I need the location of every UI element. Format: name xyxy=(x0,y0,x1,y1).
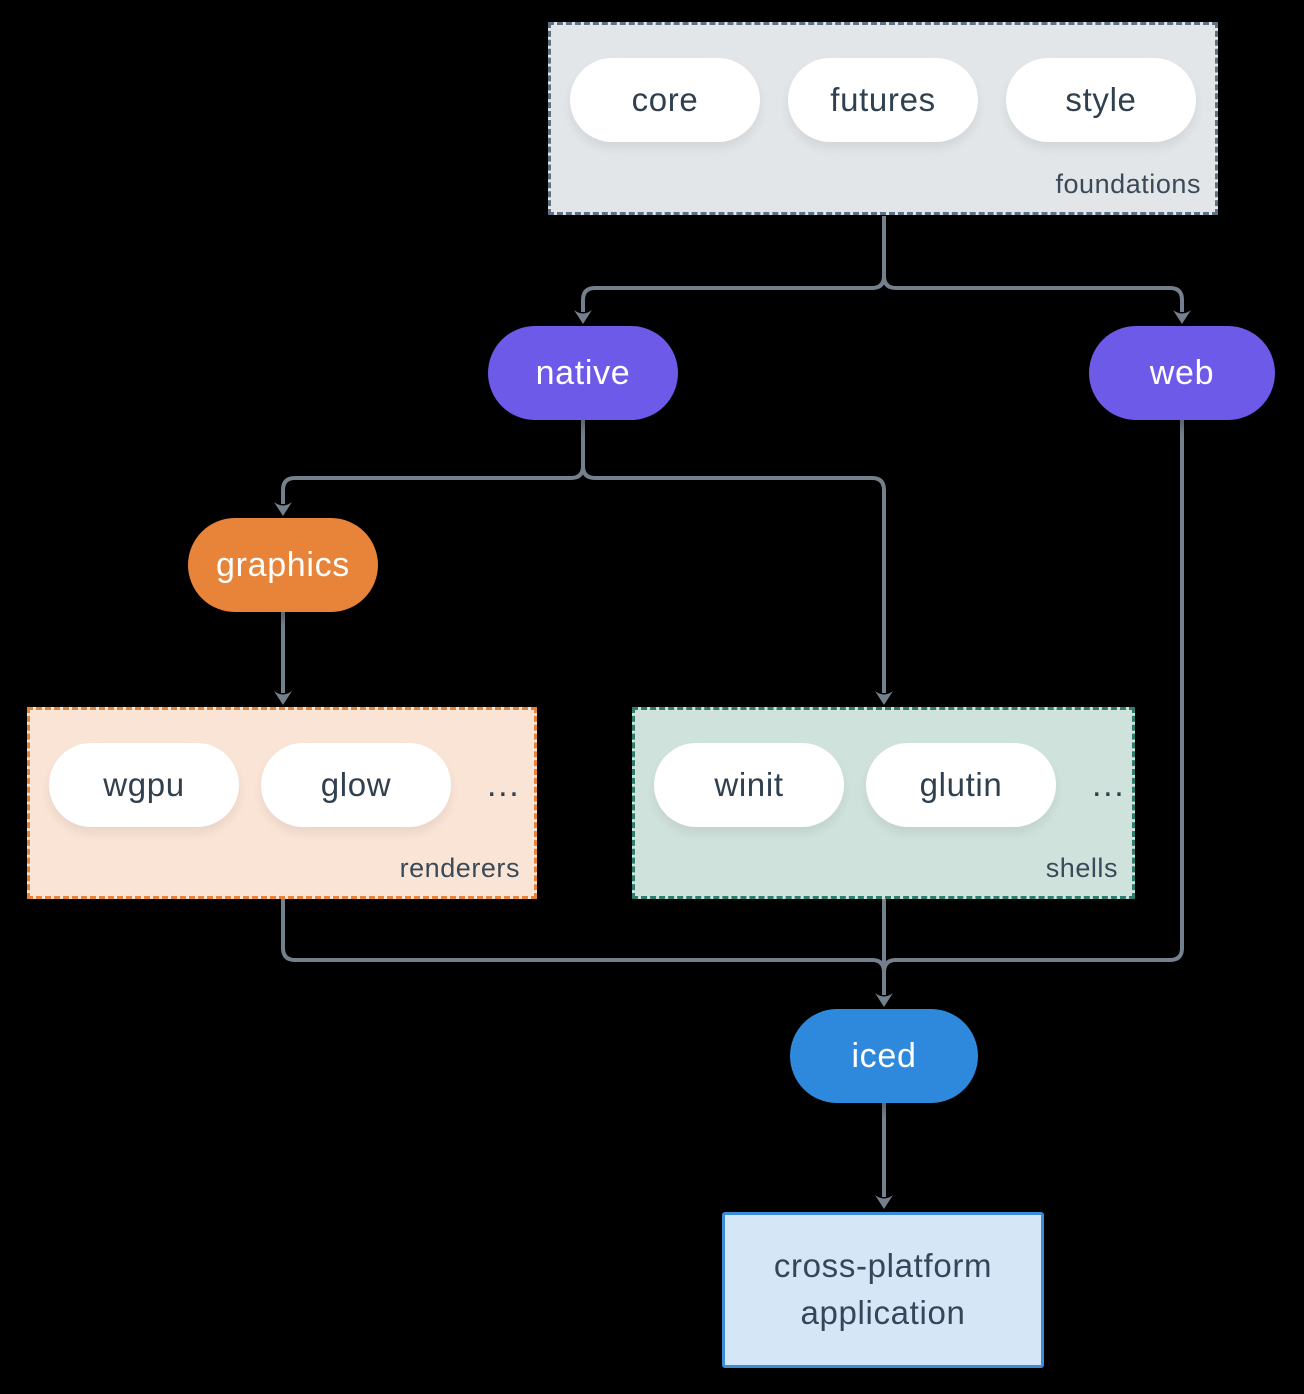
group-renderers-label: renderers xyxy=(399,853,520,883)
edge-web-iced xyxy=(882,420,1184,995)
edge-foundations-native xyxy=(581,216,886,312)
arrowhead-iced xyxy=(875,993,893,1007)
node-graphics: graphics xyxy=(188,518,378,612)
edge-native-shells xyxy=(581,420,886,693)
node-wgpu: wgpu xyxy=(49,743,239,827)
node-style: style xyxy=(1006,58,1196,142)
group-renderers: wgpu glow ... renderers xyxy=(27,707,537,899)
node-web: web xyxy=(1089,326,1275,420)
edge-foundations-web xyxy=(882,216,1184,312)
node-glow: glow xyxy=(261,743,451,827)
foundations-pill-row: core futures style xyxy=(551,58,1215,142)
application-label-line2: application xyxy=(800,1294,966,1331)
application-label-line1: cross-platform xyxy=(773,1247,993,1285)
node-winit: winit xyxy=(654,743,844,827)
renderers-pill-row: wgpu glow ... xyxy=(30,743,553,827)
arrowhead-web xyxy=(1173,310,1191,324)
group-shells-label: shells xyxy=(1045,853,1118,883)
node-native: native xyxy=(488,326,678,420)
node-iced: iced xyxy=(790,1009,978,1103)
node-glutin: glutin xyxy=(866,743,1056,827)
node-cross-platform-application: cross-platform application xyxy=(722,1212,1044,1368)
arrowhead-graphics xyxy=(274,502,292,516)
node-core: core xyxy=(570,58,760,142)
arrowhead-shells xyxy=(875,691,893,705)
edge-native-graphics xyxy=(281,420,585,504)
node-futures: futures xyxy=(788,58,978,142)
group-foundations: core futures style foundations xyxy=(548,22,1218,215)
shells-ellipsis: ... xyxy=(1092,765,1126,804)
arrowhead-application xyxy=(875,1195,893,1209)
group-foundations-label: foundations xyxy=(1055,169,1201,199)
shells-pill-row: winit glutin ... xyxy=(635,743,1151,827)
renderers-ellipsis: ... xyxy=(487,765,521,804)
edge-renderers-iced xyxy=(281,899,886,995)
arrowhead-renderers xyxy=(274,691,292,705)
group-shells: winit glutin ... shells xyxy=(632,707,1135,899)
arrowhead-native xyxy=(574,310,592,324)
